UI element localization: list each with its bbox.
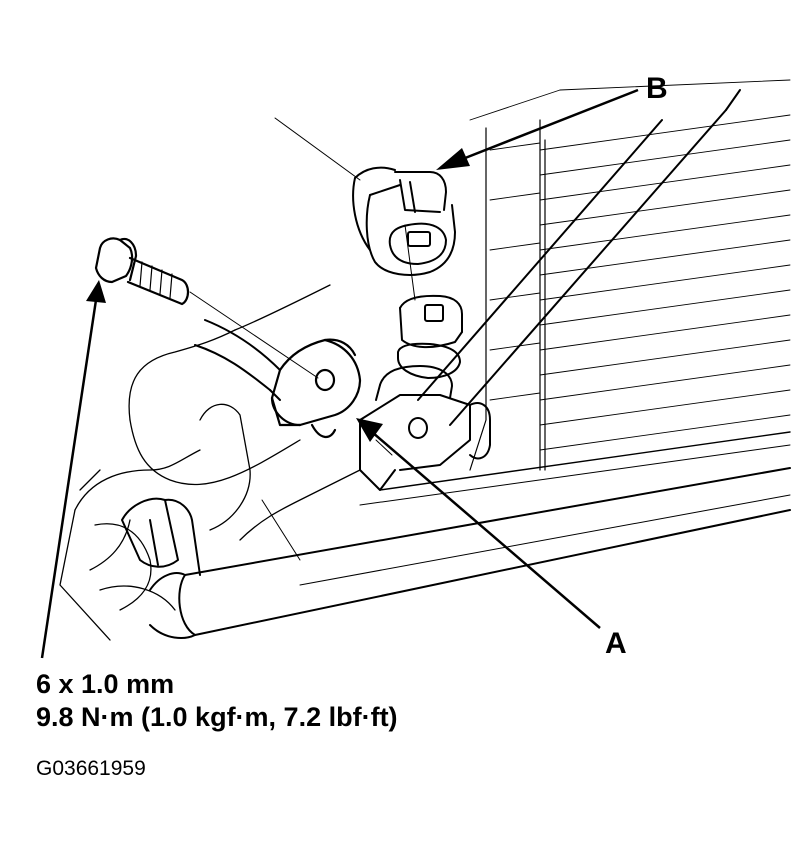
callout-arrows <box>40 88 639 659</box>
tube-clamp <box>121 497 201 576</box>
arrow-b-line <box>454 88 639 164</box>
lower-tubes <box>149 431 791 639</box>
arrow-bolt-head <box>86 280 106 303</box>
arrow-b-head <box>436 148 470 170</box>
refrigerant-pipe <box>194 319 281 401</box>
alignment-lines <box>189 117 416 379</box>
condenser-core <box>469 79 791 471</box>
bolt-torque-label: 9.8 N·m (1.0 kgf·m, 7.2 lbf·ft) <box>36 702 398 732</box>
arrow-a-line <box>371 431 601 629</box>
sensor-connector <box>352 166 456 276</box>
bolt <box>94 237 190 306</box>
callout-b: B <box>646 72 668 105</box>
pressure-sensor <box>359 294 491 491</box>
bolt-size-label: 6 x 1.0 mm <box>36 669 175 699</box>
figure-code: G03661959 <box>36 757 146 780</box>
engine-housing <box>59 284 361 641</box>
support-rod <box>417 89 741 426</box>
callout-a: A <box>605 627 627 660</box>
arrow-a-head <box>356 418 383 442</box>
bolt-bracket <box>270 338 362 438</box>
arrow-bolt-line <box>40 299 98 659</box>
